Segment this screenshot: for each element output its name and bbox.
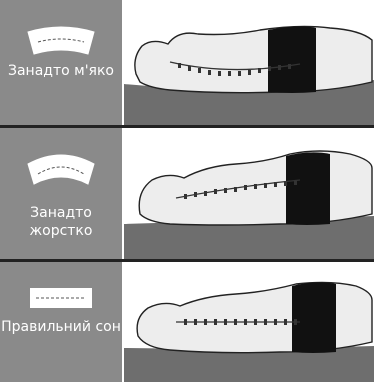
soft-pillow-icon: [28, 27, 94, 54]
shorts: [286, 152, 330, 225]
panel-illustration: [0, 128, 374, 260]
panel-label: Занадто жорстко: [0, 204, 122, 240]
sleeping-person: [135, 26, 372, 92]
panel-correct-sleep: Правильний сон: [0, 262, 374, 382]
panel-label: Правильний сон: [0, 318, 122, 336]
hard-pillow-icon: [28, 155, 94, 184]
shorts: [292, 282, 336, 353]
panel-too-soft: Занадто м'яко: [0, 0, 374, 126]
panel-label: Занадто м'яко: [0, 62, 122, 80]
shorts: [268, 26, 316, 93]
panel-too-hard: Занадто жорстко: [0, 128, 374, 260]
sleeping-person: [137, 282, 372, 352]
